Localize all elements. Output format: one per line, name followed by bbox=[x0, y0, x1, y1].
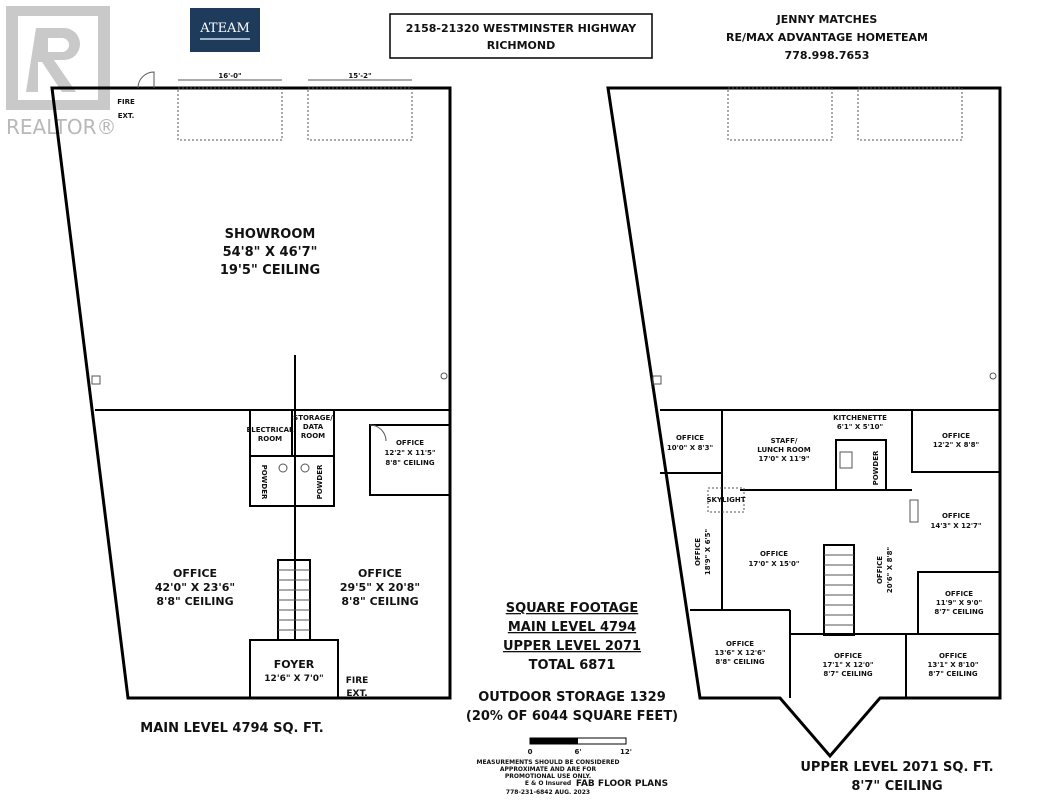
fire-ext-bottom-line2: EXT. bbox=[346, 689, 367, 699]
door-dimension-2: 15'-2" bbox=[348, 72, 371, 80]
upper-level-outline bbox=[606, 86, 1002, 759]
disclaimer-line1: MEASUREMENTS SHOULD BE CONSIDERED bbox=[476, 759, 619, 766]
realtor-watermark-text: REALTOR® bbox=[6, 115, 116, 139]
staff-room-dimensions: 17'0" X 11'9" bbox=[758, 455, 809, 463]
fab-logo: FAB FLOOR PLANS bbox=[576, 779, 668, 789]
office-right-ceiling: 8'8" CEILING bbox=[341, 595, 418, 608]
office-i-ceiling: 8'7" CEILING bbox=[823, 670, 872, 678]
office-i-dimensions: 17'1" X 12'0" bbox=[822, 661, 873, 669]
office-a-label: OFFICE bbox=[676, 434, 704, 442]
office-j-label: OFFICE bbox=[939, 652, 967, 660]
electrical-room-line1: ELECTRICAL bbox=[247, 426, 294, 434]
agent-name: JENNY MATCHES bbox=[776, 13, 878, 26]
office-i-label: OFFICE bbox=[834, 652, 862, 660]
scale-tick-6: 6' bbox=[574, 748, 581, 756]
office-right-label: OFFICE bbox=[358, 567, 402, 580]
ateam-logo: ATEAM bbox=[190, 8, 260, 52]
electrical-room-line2: ROOM bbox=[258, 435, 282, 443]
office-a-dimensions: 10'0" X 8'3" bbox=[667, 444, 713, 452]
ateam-logo-text: ATEAM bbox=[199, 21, 250, 36]
disclaimer-line3: PROMOTIONAL USE ONLY. bbox=[505, 773, 591, 780]
office-j-ceiling: 8'7" CEILING bbox=[928, 670, 977, 678]
powder-right-label: POWDER bbox=[316, 464, 324, 499]
footage-total: TOTAL 6871 bbox=[529, 658, 616, 673]
main-level-label: MAIN LEVEL 4794 SQ. FT. bbox=[140, 721, 323, 736]
office-right-dimensions: 29'5" X 20'8" bbox=[340, 581, 420, 594]
fire-ext-top-line2: EXT. bbox=[118, 112, 135, 120]
office-c-dimensions: 14'3" X 12'7" bbox=[930, 522, 981, 530]
office-left-dimensions: 42'0" X 23'6" bbox=[155, 581, 235, 594]
storage-room-line1: STORAGE/ bbox=[293, 414, 333, 422]
kitchenette-label: KITCHENETTE bbox=[833, 414, 887, 422]
office-c-label: OFFICE bbox=[942, 512, 970, 520]
office-h-label: OFFICE bbox=[726, 640, 754, 648]
upper-level-ceiling: 8'7" CEILING bbox=[851, 779, 942, 794]
contact-date: 778-231-6842 AUG. 2023 bbox=[506, 789, 590, 796]
outdoor-storage: OUTDOOR STORAGE 1329 bbox=[478, 690, 666, 705]
foyer-dimensions: 12'6" X 7'0" bbox=[264, 674, 323, 684]
agent-info: JENNY MATCHES RE/MAX ADVANTAGE HOMETEAM … bbox=[726, 13, 928, 62]
showroom-dimensions: 54'8" X 46'7" bbox=[223, 245, 318, 260]
staff-room-line1: STAFF/ bbox=[771, 437, 798, 445]
scale-block: 0 6' 12' MEASUREMENTS SHOULD BE CONSIDER… bbox=[476, 737, 668, 796]
footage-upper: UPPER LEVEL 2071 bbox=[503, 639, 641, 654]
disclaimer-line4: E & O Insured bbox=[525, 780, 571, 787]
office-e-dimensions: 17'0" X 15'0" bbox=[748, 560, 799, 568]
office-f-label: OFFICE bbox=[876, 556, 884, 584]
footage-title: SQUARE FOOTAGE bbox=[506, 601, 639, 616]
storage-room-line2: DATA bbox=[303, 423, 324, 431]
office-small-label: OFFICE bbox=[396, 439, 424, 447]
agent-phone: 778.998.7653 bbox=[785, 49, 870, 62]
fire-ext-bottom-line1: FIRE bbox=[346, 676, 369, 686]
scale-tick-0: 0 bbox=[528, 748, 533, 756]
foyer-label: FOYER bbox=[274, 658, 315, 671]
office-e-label: OFFICE bbox=[760, 550, 788, 558]
skylight-label: SKYLIGHT bbox=[707, 496, 746, 504]
office-g-ceiling: 8'7" CEILING bbox=[934, 608, 983, 616]
realtor-logo: REALTOR® bbox=[6, 6, 116, 139]
office-b-dimensions: 12'2" X 8'8" bbox=[933, 441, 979, 449]
office-small-ceiling: 8'8" CEILING bbox=[385, 459, 434, 467]
showroom-label: SHOWROOM bbox=[225, 227, 316, 242]
office-h-ceiling: 8'8" CEILING bbox=[715, 658, 764, 666]
office-g-label: OFFICE bbox=[945, 590, 973, 598]
showroom-ceiling: 19'5" CEILING bbox=[220, 263, 320, 278]
scale-tick-12: 12' bbox=[620, 748, 632, 756]
fire-ext-top-line1: FIRE bbox=[117, 98, 135, 106]
agent-agency: RE/MAX ADVANTAGE HOMETEAM bbox=[726, 31, 928, 44]
outdoor-storage-note: (20% OF 6044 SQUARE FEET) bbox=[466, 709, 678, 724]
office-d-dimensions: 18'9" X 6'5" bbox=[704, 529, 712, 575]
address-box: 2158-21320 WESTMINSTER HIGHWAY RICHMOND bbox=[389, 13, 653, 59]
address-line1: 2158-21320 WESTMINSTER HIGHWAY bbox=[406, 22, 637, 35]
office-small-dimensions: 12'2" X 11'5" bbox=[384, 449, 435, 457]
office-g-dimensions: 11'9" X 9'0" bbox=[936, 599, 982, 607]
square-footage-summary: SQUARE FOOTAGE MAIN LEVEL 4794 UPPER LEV… bbox=[466, 601, 678, 724]
door-dimension-1: 16'-0" bbox=[218, 72, 241, 80]
powder-left-label: POWDER bbox=[260, 465, 268, 500]
disclaimer-line2: APPROXIMATE AND ARE FOR bbox=[500, 766, 597, 773]
office-b-label: OFFICE bbox=[942, 432, 970, 440]
office-j-dimensions: 13'1" X 8'10" bbox=[927, 661, 978, 669]
office-left-ceiling: 8'8" CEILING bbox=[156, 595, 233, 608]
office-d-label: OFFICE bbox=[694, 538, 702, 566]
footage-main: MAIN LEVEL 4794 bbox=[508, 620, 636, 635]
staff-room-line2: LUNCH ROOM bbox=[757, 446, 810, 454]
kitchenette-dimensions: 6'1" X 5'10" bbox=[837, 423, 883, 431]
storage-room-line3: ROOM bbox=[301, 432, 325, 440]
address-line2: RICHMOND bbox=[487, 39, 555, 52]
office-h-dimensions: 13'6" X 12'6" bbox=[714, 649, 765, 657]
office-f-dimensions: 20'6" X 8'8" bbox=[886, 547, 894, 593]
office-left-label: OFFICE bbox=[173, 567, 217, 580]
upper-powder-label: POWDER bbox=[872, 450, 880, 485]
upper-level-label: UPPER LEVEL 2071 SQ. FT. bbox=[800, 760, 993, 775]
upper-level-plan: OFFICE 10'0" X 8'3" STAFF/ LUNCH ROOM 17… bbox=[606, 86, 1002, 794]
main-level-plan: 16'-0" 15'-2" FIRE EXT. SHOWROOM 54'8" X… bbox=[50, 71, 452, 736]
